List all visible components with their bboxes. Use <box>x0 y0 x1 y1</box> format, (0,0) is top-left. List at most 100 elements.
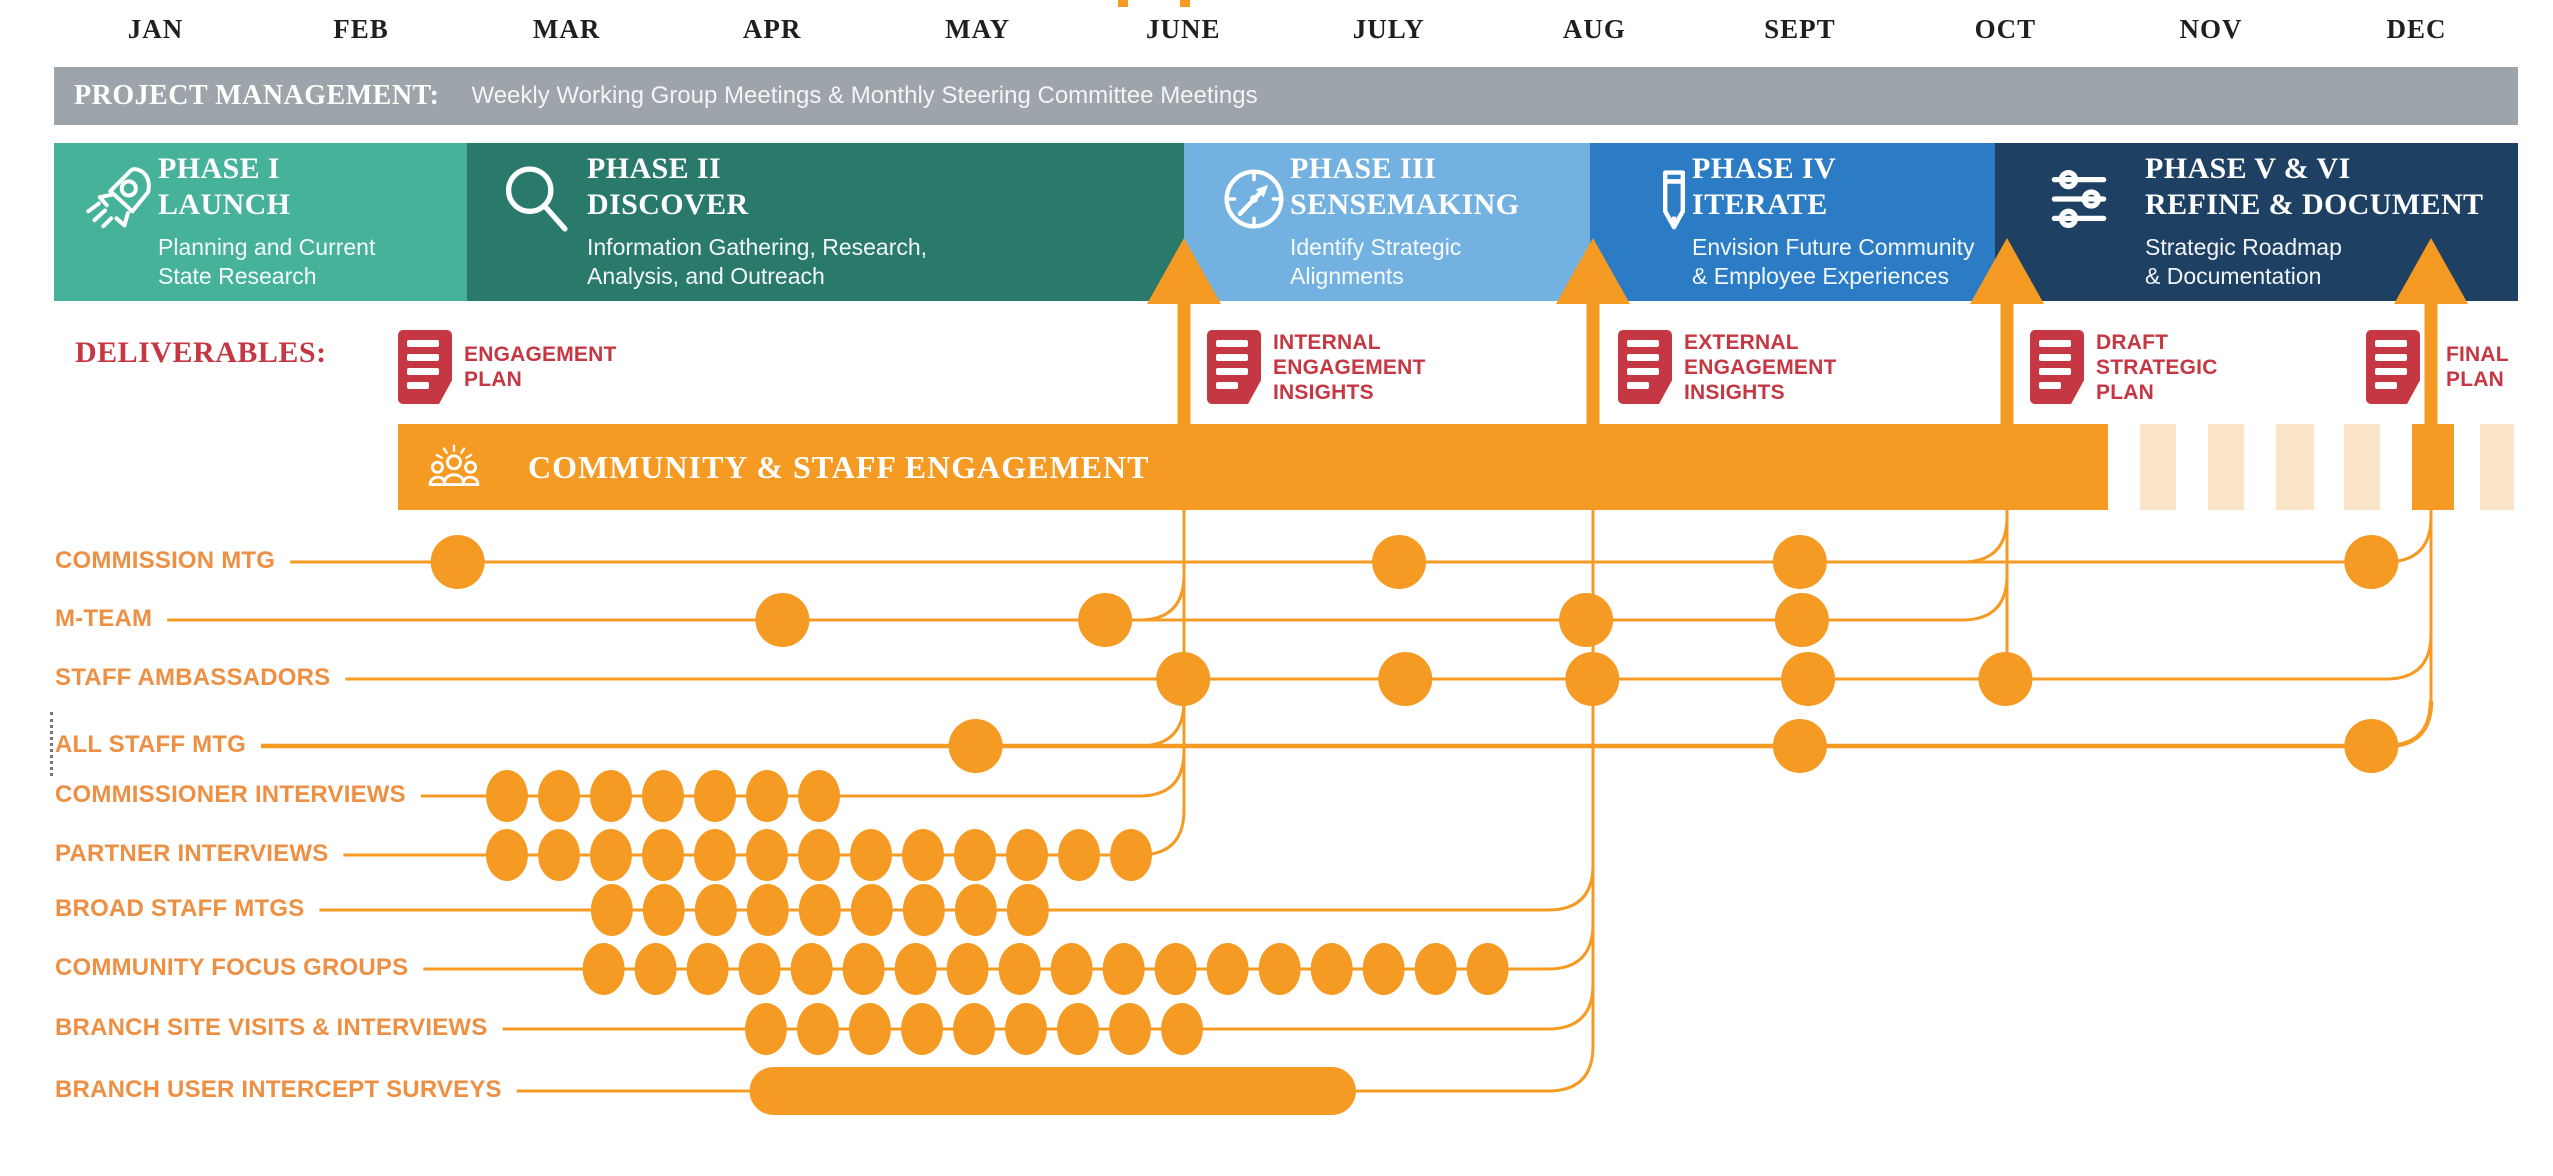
event-dot <box>1565 652 1620 706</box>
engagement-bar-solid <box>398 424 2108 510</box>
event-dot <box>1378 652 1433 706</box>
event-dot <box>1772 535 1827 589</box>
row-label-all-staff-mtg: ALL STAFF MTG <box>55 731 247 758</box>
month-label-dec: DEC <box>2386 14 2447 44</box>
row-label-commissioner-interviews: COMMISSIONER INTERVIEWS <box>55 781 406 808</box>
dotted-marker <box>50 712 53 776</box>
event-dot <box>998 943 1041 995</box>
row-label-branch-site-visits-interviews: BRANCH SITE VISITS & INTERVIEWS <box>55 1014 488 1041</box>
event-dot <box>1978 652 2033 706</box>
event-dot <box>746 770 789 822</box>
month-label-mar: MAR <box>532 14 601 44</box>
row-line <box>502 983 1595 1031</box>
event-dot <box>582 943 625 995</box>
engagement-bar-label: COMMUNITY & STAFF ENGAGEMENT <box>528 448 1150 485</box>
event-dot <box>954 884 997 936</box>
event-dot <box>1156 652 1211 706</box>
phase-subtitle: Strategic Roadmap& Documentation <box>2145 234 2342 289</box>
event-dot <box>850 884 893 936</box>
row-line <box>167 574 2009 622</box>
row-label-staff-ambassadors: STAFF AMBASSADORS <box>55 664 331 691</box>
document-icon <box>1207 330 1261 404</box>
event-dot <box>642 829 685 881</box>
event-dot <box>850 829 893 881</box>
event-dot <box>2344 719 2399 773</box>
month-label-sept: SEPT <box>1764 14 1836 44</box>
event-dot <box>790 943 833 995</box>
document-icon <box>2366 330 2420 404</box>
event-dot <box>430 535 485 589</box>
event-dot <box>694 770 737 822</box>
event-dot <box>1414 943 1457 995</box>
row-branch-curve <box>1138 700 1186 748</box>
month-label-june: JUNE <box>1145 14 1221 44</box>
event-dot <box>948 719 1003 773</box>
event-dot <box>2344 535 2399 589</box>
row-label-community-focus-groups: COMMUNITY FOCUS GROUPS <box>55 954 409 981</box>
event-dot <box>746 884 789 936</box>
continuous-activity-bar <box>749 1067 1356 1115</box>
event-dot <box>1154 943 1197 995</box>
event-dot <box>1110 829 1153 881</box>
row-line <box>343 809 1186 857</box>
event-dot <box>485 829 528 881</box>
event-dot <box>1310 943 1353 995</box>
cropped-artifact <box>1180 0 1190 7</box>
row-line <box>516 1045 1595 1093</box>
event-dot <box>894 943 937 995</box>
event-dot <box>1372 535 1427 589</box>
document-icon <box>2030 330 2084 404</box>
event-dot <box>1006 829 1049 881</box>
event-dot <box>798 829 841 881</box>
event-dot <box>848 1003 891 1055</box>
row-line <box>420 750 1186 798</box>
event-dot <box>796 1003 839 1055</box>
event-dot <box>642 884 685 936</box>
event-dot <box>1078 593 1133 647</box>
phase-subtitle: Envision Future Community& Employee Expe… <box>1692 234 1975 289</box>
month-label-feb: FEB <box>333 14 389 44</box>
event-dot <box>755 593 810 647</box>
document-icon <box>1618 330 1672 404</box>
event-dot <box>1102 943 1145 995</box>
magnifier-icon <box>491 155 579 243</box>
document-icon <box>398 330 452 404</box>
project-management-bar: PROJECT MANAGEMENT: Weekly Working Group… <box>54 67 2518 125</box>
event-dot <box>946 943 989 995</box>
row-branch-curve <box>1961 516 2009 564</box>
compass-icon <box>1210 155 1298 243</box>
row-label-m-team: M-TEAM <box>55 605 153 632</box>
event-dot <box>694 829 737 881</box>
engagement-bar-segment-faded <box>2344 424 2380 510</box>
event-dot <box>1006 884 1049 936</box>
row-branch-curve <box>1138 574 1186 622</box>
event-dot <box>590 884 633 936</box>
engagement-bar-segment-faded <box>2140 424 2176 510</box>
event-dot <box>798 770 841 822</box>
event-dot <box>686 943 729 995</box>
month-label-nov: NOV <box>2179 14 2243 44</box>
event-dot <box>1466 943 1509 995</box>
month-label-apr: APR <box>742 14 802 44</box>
event-dot <box>589 770 632 822</box>
event-dot <box>537 770 580 822</box>
engagement-bar-segment-solid <box>2412 424 2454 510</box>
event-dot <box>1559 593 1614 647</box>
row-line <box>345 633 2433 681</box>
cropped-artifact <box>1118 0 1128 7</box>
event-dot <box>485 770 528 822</box>
event-dot <box>738 943 781 995</box>
row-line <box>290 516 2433 564</box>
